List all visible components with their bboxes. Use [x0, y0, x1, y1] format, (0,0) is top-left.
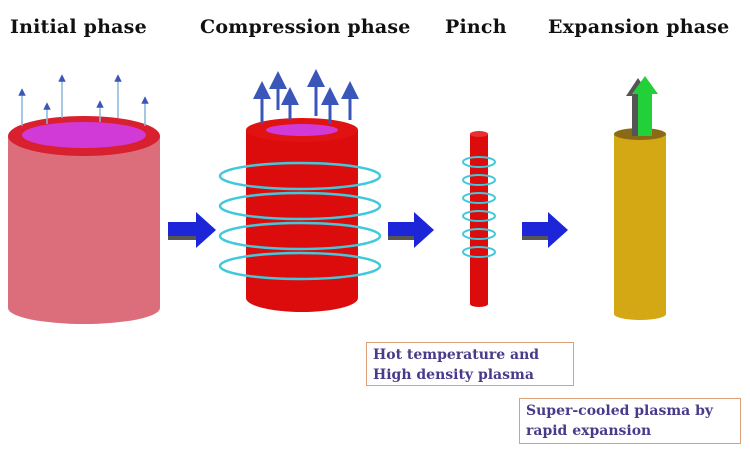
expansion-note: Super-cooled plasma by rapid expansion: [519, 398, 741, 444]
right-arrow-icon: [388, 212, 434, 248]
pinch-coils: [462, 156, 496, 258]
expansion-phase-title: Expansion phase: [548, 16, 730, 38]
compression-up-vectors: [253, 69, 359, 124]
right-arrow-icon: [522, 212, 568, 248]
initial-phase-title: Initial phase: [10, 16, 147, 38]
compression-cylinder: [246, 118, 358, 312]
pinch-title: Pinch: [445, 16, 507, 38]
pinch-note-line1: Hot temperature and: [373, 347, 540, 363]
pinch-note: Hot temperature and High density plasma: [366, 342, 574, 386]
up-arrow-icon: [626, 76, 658, 136]
compression-coils: [218, 161, 382, 281]
pinch-cylinder: [470, 131, 488, 307]
expansion-note-line1: Super-cooled plasma by: [526, 403, 714, 419]
initial-cylinder: [8, 116, 160, 324]
right-arrow-icon: [168, 212, 216, 248]
expansion-cylinder: [614, 128, 666, 320]
expansion-note-line2: rapid expansion: [526, 423, 652, 439]
compression-phase-title: Compression phase: [200, 16, 411, 38]
initial-up-vectors: [18, 74, 149, 126]
pinch-note-line2: High density plasma: [373, 367, 534, 383]
